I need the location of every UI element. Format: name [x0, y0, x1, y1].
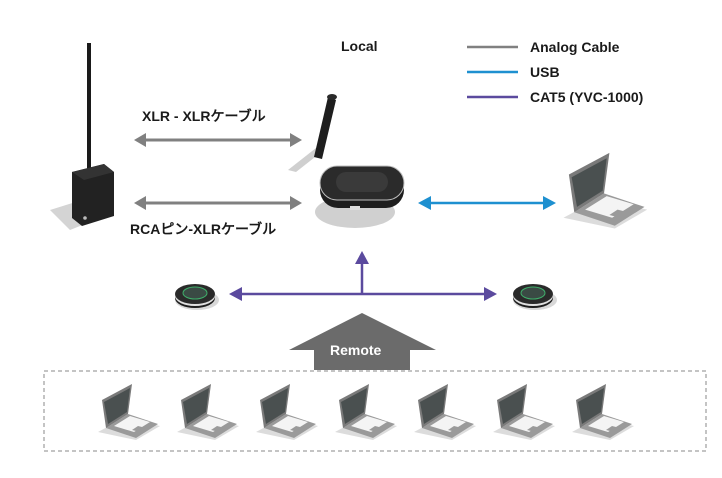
- column-speaker: [50, 43, 114, 230]
- remote-participants-box: [43, 370, 707, 452]
- rca-cable-label: RCAピン-XLRケーブル: [130, 221, 277, 237]
- laptop-remote: [335, 384, 397, 440]
- extension-mic-left: [174, 283, 220, 311]
- laptop-remote: [98, 384, 160, 440]
- xlr-cable-arrow: [134, 133, 302, 147]
- legend-label-usb: USB: [530, 64, 560, 80]
- laptop-remote: [572, 384, 634, 440]
- local-title: Local: [341, 38, 378, 54]
- conference-speakerphone: [315, 165, 405, 228]
- legend-label-cat5: CAT5 (YVC-1000): [530, 89, 644, 105]
- extension-mic-right: [512, 283, 558, 311]
- wireless-microphone: [288, 94, 337, 172]
- legend-label-analog: Analog Cable: [530, 39, 620, 55]
- remote-laptops: [98, 384, 634, 440]
- remote-arrow: [289, 313, 436, 370]
- rca-cable-arrow: [134, 196, 302, 210]
- laptop-remote: [256, 384, 318, 440]
- laptop-remote: [414, 384, 476, 440]
- remote-label: Remote: [330, 342, 382, 358]
- laptop-remote: [177, 384, 239, 440]
- laptop-local: [563, 152, 648, 229]
- xlr-cable-label: XLR - XLRケーブル: [142, 108, 266, 124]
- usb-cable-arrow: [418, 196, 556, 210]
- cat5-cable-arrows: [229, 251, 497, 301]
- laptop-remote: [493, 384, 555, 440]
